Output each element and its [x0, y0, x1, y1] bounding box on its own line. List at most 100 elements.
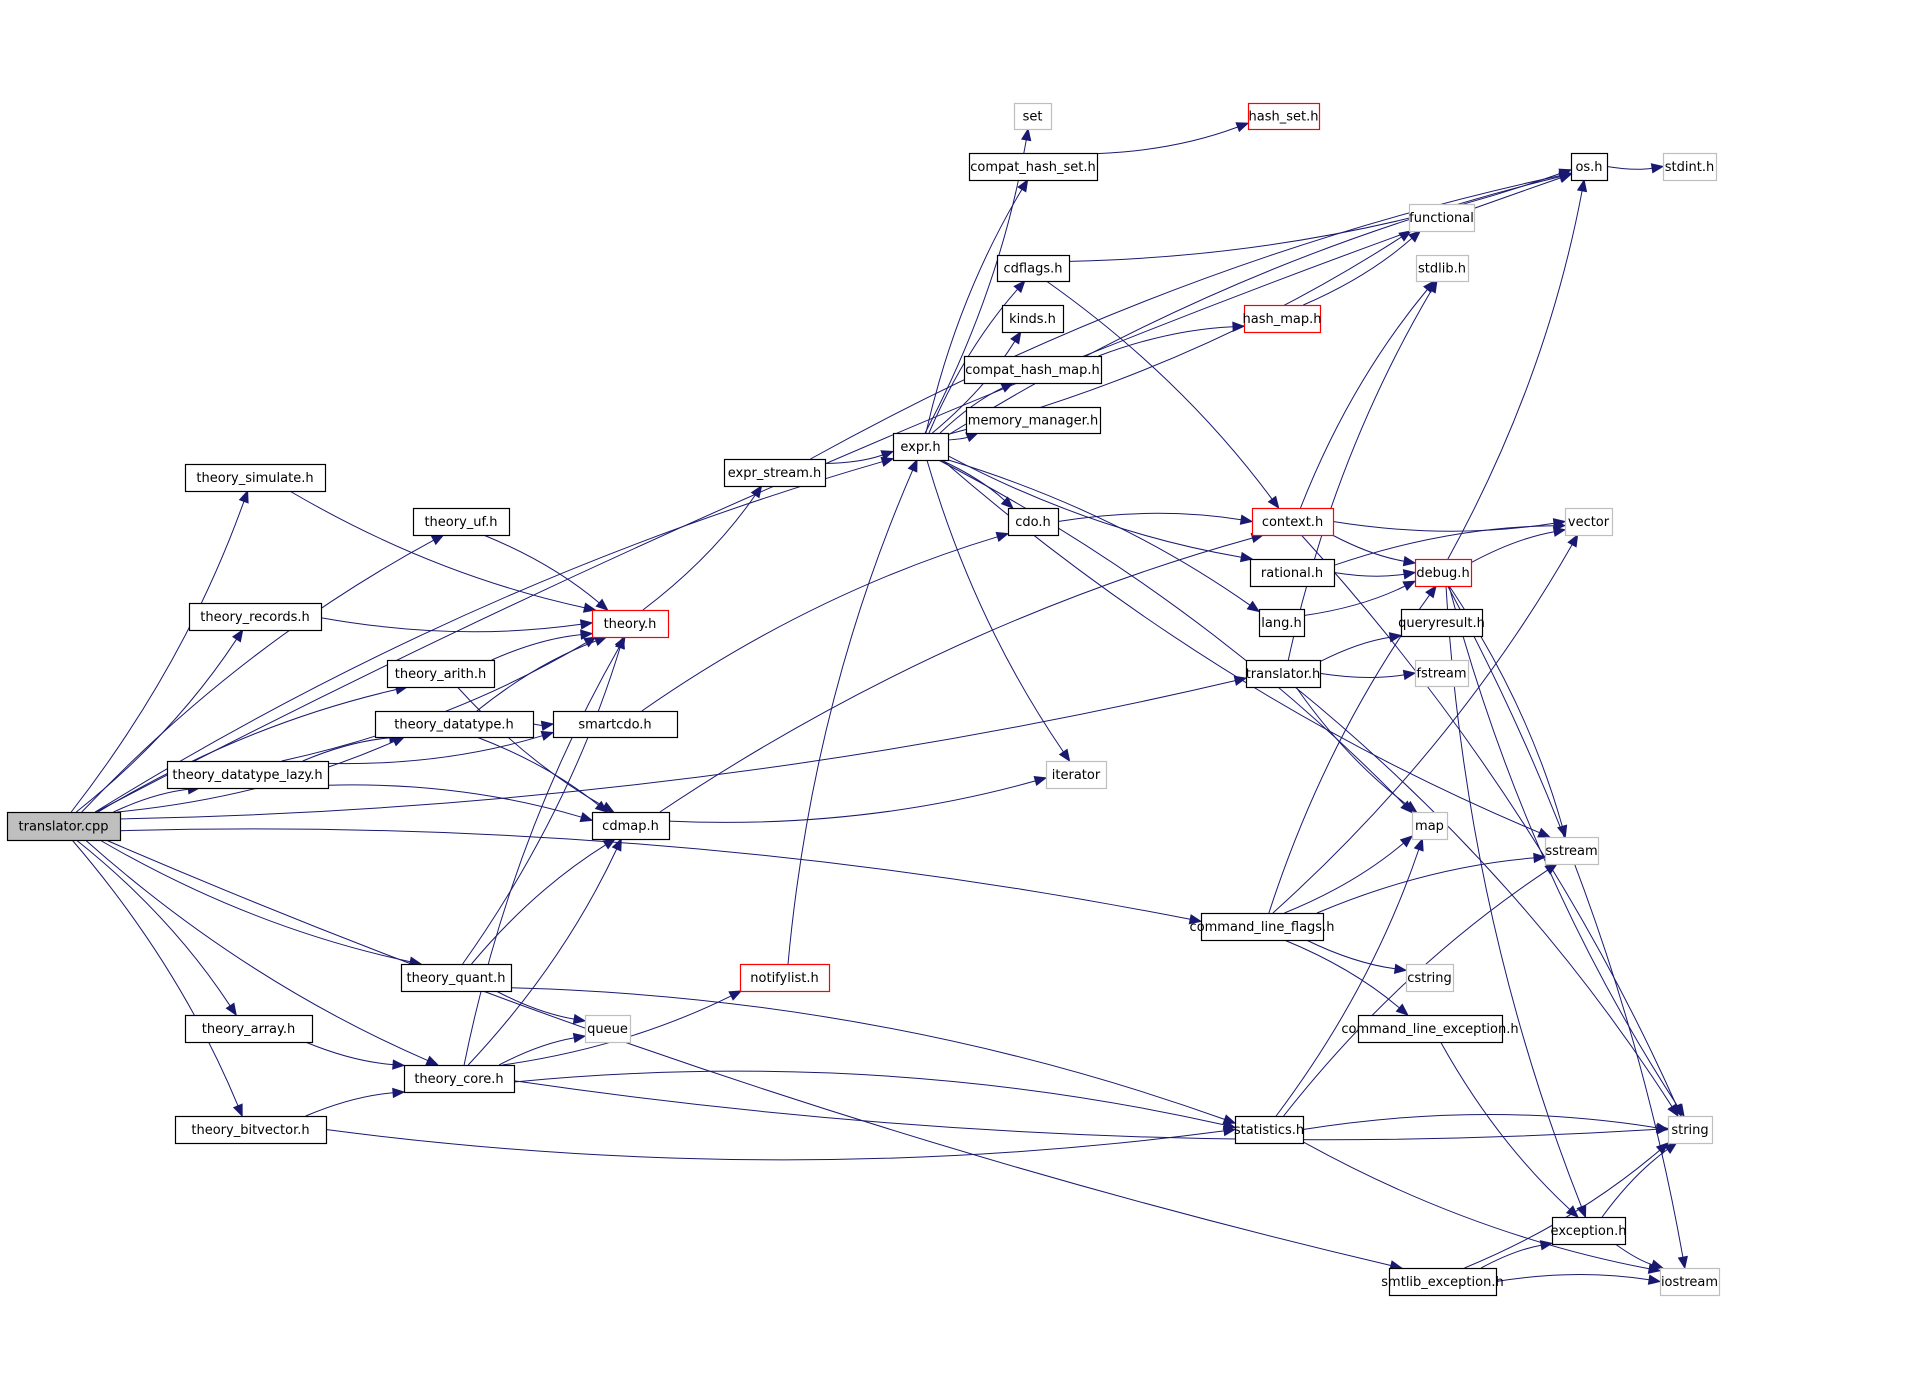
edge-line [787, 469, 914, 965]
node-theory-records[interactable]: theory_records.h [188, 602, 323, 632]
edge-line [931, 341, 1016, 434]
node-exception[interactable]: exception.h [1551, 1216, 1627, 1246]
node-cdo[interactable]: cdo.h [1007, 507, 1060, 537]
node-label: cstring [1407, 971, 1451, 986]
edge-line [327, 784, 582, 818]
edge-translator_cpp-to-translator_h [119, 675, 1248, 820]
node-theory-arith[interactable]: theory_arith.h [386, 659, 496, 689]
node-notifylist[interactable]: notifylist.h [739, 963, 831, 993]
node-smartcdo[interactable]: smartcdo.h [552, 710, 679, 739]
edge-rational-to-debug [1333, 569, 1417, 580]
node-expr-stream[interactable]: expr_stream.h [723, 458, 827, 488]
arrowhead-icon [1398, 230, 1412, 242]
edge-line [659, 537, 1253, 813]
node-queryresult[interactable]: queryresult.h [1398, 608, 1485, 638]
node-theory-array[interactable]: theory_array.h [184, 1014, 314, 1044]
arrowhead-icon [1558, 168, 1573, 179]
arrowhead-icon [1655, 1122, 1670, 1133]
node-kinds[interactable]: kinds.h [1001, 304, 1065, 334]
node-box [968, 152, 1099, 182]
node-debug[interactable]: debug.h [1414, 558, 1473, 588]
node-memory-manager[interactable]: memory_manager.h [965, 406, 1102, 435]
edge-theory_simulate-to-theory [289, 490, 597, 613]
node-expr[interactable]: expr.h [892, 432, 950, 462]
node-label: theory.h [604, 617, 657, 632]
node-theory-datatype-lazy[interactable]: theory_datatype_lazy.h [166, 760, 330, 790]
node-box [1249, 558, 1336, 588]
arrowhead-icon [1010, 330, 1022, 345]
node-theory-core[interactable]: theory_core.h [403, 1064, 516, 1094]
edge-expr-to-memory_manager [947, 432, 980, 443]
node-iostream: iostream [1659, 1267, 1721, 1297]
node-box [1405, 963, 1455, 993]
edge-line [1332, 534, 1405, 562]
edge-line [938, 459, 1405, 805]
arrowhead-icon [1552, 526, 1567, 537]
arrowhead-icon [580, 629, 594, 640]
node-box [6, 811, 122, 842]
arrowhead-icon [1246, 600, 1261, 613]
node-label: map [1415, 819, 1444, 834]
node-lang[interactable]: lang.h [1258, 608, 1306, 638]
edge-line [457, 686, 605, 808]
node-label: os.h [1575, 160, 1602, 175]
node-command-line-flags[interactable]: command_line_flags.h [1190, 912, 1335, 942]
node-theory-datatype[interactable]: theory_datatype.h [374, 710, 535, 739]
node-box [174, 1115, 328, 1145]
node-hash-set[interactable]: hash_set.h [1247, 102, 1321, 131]
edge-translator_h-to-fstream [1319, 669, 1417, 681]
node-command-line-exception[interactable]: command_line_exception.h [1341, 1014, 1519, 1044]
node-theory[interactable]: theory.h [591, 609, 670, 639]
node-sstream: sstream [1544, 836, 1600, 866]
node-label: iostream [1661, 1275, 1718, 1290]
edge-line [325, 1129, 1225, 1161]
edge-debug-to-iostream [1447, 585, 1688, 1270]
edge-line [75, 839, 231, 1007]
node-box [1388, 1267, 1498, 1297]
edge-theory_bitvector-to-statistics [325, 1125, 1237, 1161]
arrowhead-icon [1673, 1103, 1685, 1118]
edge-line [924, 139, 1027, 434]
edge-line [95, 177, 1561, 813]
edge-smtlib_exception-to-iostream [1495, 1273, 1662, 1285]
node-theory-simulate[interactable]: theory_simulate.h [184, 463, 327, 493]
node-hash-map[interactable]: hash_map.h [1243, 304, 1322, 334]
node-smtlib-exception[interactable]: smtlib_exception.h [1381, 1267, 1504, 1297]
node-functional: functional [1408, 203, 1476, 233]
node-label: rational.h [1261, 566, 1323, 581]
arrowhead-icon [1232, 321, 1246, 332]
node-translator-cpp[interactable]: translator.cpp [6, 811, 122, 842]
node-context[interactable]: context.h [1251, 507, 1335, 537]
node-set: set [1013, 102, 1053, 131]
edge-cdo-to-context [1057, 512, 1254, 525]
node-statistics[interactable]: statistics.h [1234, 1115, 1304, 1145]
node-theory-uf[interactable]: theory_uf.h [412, 507, 511, 537]
arrowhead-icon [1058, 748, 1071, 763]
node-label: expr_stream.h [728, 466, 822, 481]
node-box [1045, 760, 1108, 790]
edge-translator_cpp-to-smtlib_exception [105, 839, 1403, 1271]
node-box [552, 710, 679, 739]
node-label: vector [1568, 515, 1610, 530]
node-label: statistics.h [1234, 1123, 1304, 1138]
edge-line [824, 454, 883, 464]
edge-theory_datatype_lazy-to-theory [281, 636, 597, 762]
node-label: theory_simulate.h [196, 471, 313, 486]
arrowhead-icon [572, 1032, 587, 1044]
node-translator-h[interactable]: translator.h [1246, 659, 1322, 689]
node-theory-quant[interactable]: theory_quant.h [400, 963, 513, 993]
node-cdmap[interactable]: cdmap.h [591, 811, 671, 841]
nodes-layer: translator.cpp theory_simulate.h theory_uf… [6, 102, 1721, 1297]
node-compat-hash-set[interactable]: compat_hash_set.h [968, 152, 1099, 182]
node-rational[interactable]: rational.h [1249, 558, 1336, 588]
edge-theory_core-to-string [513, 1080, 1670, 1141]
node-cdflags[interactable]: cdflags.h [996, 254, 1071, 283]
edge-line [495, 990, 575, 1020]
edge-expr-to-lang [947, 459, 1261, 613]
edge-line [463, 646, 620, 1066]
node-label: context.h [1262, 515, 1323, 530]
node-theory-bitvector[interactable]: theory_bitvector.h [174, 1115, 328, 1145]
node-os[interactable]: os.h [1570, 152, 1609, 182]
node-compat-hash-map[interactable]: compat_hash_map.h [963, 355, 1103, 385]
node-box [1251, 507, 1335, 537]
